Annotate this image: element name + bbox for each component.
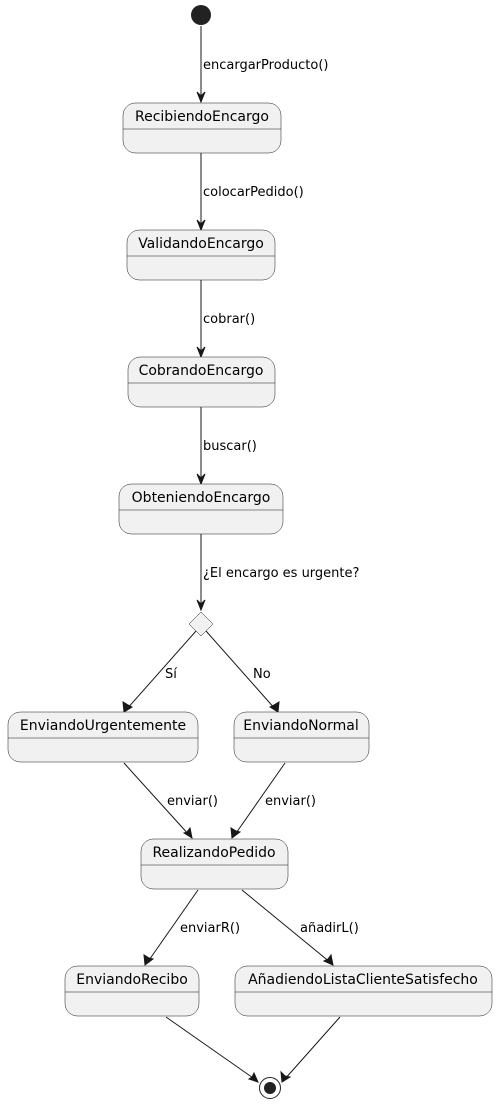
edge-lista-end xyxy=(283,1016,341,1081)
state-realizando-pedido: RealizandoPedido xyxy=(140,838,289,890)
state-name: RealizandoPedido xyxy=(152,845,275,861)
edge-recibo-end xyxy=(165,1016,257,1081)
arrowhead xyxy=(182,826,193,840)
choice-decision-node xyxy=(188,611,214,637)
arrowhead xyxy=(322,953,334,966)
edge-urgente-realizando xyxy=(123,762,191,837)
state-anadiendo-lista-cliente-satisfecho: AñadiendoListaClienteSatisfecho xyxy=(234,965,493,1017)
state-enviando-recibo: EnviandoRecibo xyxy=(64,965,200,1017)
arrowhead xyxy=(196,599,206,612)
state-name: EnviandoRecibo xyxy=(76,972,188,988)
edge-label-buscar: buscar() xyxy=(203,439,257,454)
arrowhead xyxy=(196,346,206,359)
edge-choice-normal xyxy=(205,630,277,711)
edge-label-enviar-r: enviarR() xyxy=(180,921,240,936)
edge-realizando-recibo xyxy=(146,889,199,964)
edge-label-encargar-producto: encargarProducto() xyxy=(203,58,329,73)
state-name: EnviandoNormal xyxy=(243,718,358,734)
arrowhead xyxy=(247,1071,259,1083)
edge-label-enviar-urgente: enviar() xyxy=(167,794,218,809)
state-obteniendo-encargo: ObteniendoEncargo xyxy=(118,483,284,535)
arrowhead xyxy=(230,827,242,839)
edge-label-no: No xyxy=(253,667,271,682)
arrowhead xyxy=(268,701,280,713)
edge-label-cobrar: cobrar() xyxy=(203,312,255,327)
state-name: RecibiendoEncargo xyxy=(135,109,269,125)
state-name: ObteniendoEncargo xyxy=(132,490,271,506)
state-cobrando-encargo: CobrandoEncargo xyxy=(127,356,276,408)
arrowhead xyxy=(280,1070,292,1083)
edge-label-anadir-l: añadirL() xyxy=(300,921,359,936)
state-enviando-normal: EnviandoNormal xyxy=(233,711,370,763)
state-recibiendo-encargo: RecibiendoEncargo xyxy=(122,102,282,154)
state-enviando-urgentemente: EnviandoUrgentemente xyxy=(7,711,199,763)
arrowhead xyxy=(143,954,155,966)
state-validando-encargo: ValidandoEncargo xyxy=(126,229,276,281)
state-name: EnviandoUrgentemente xyxy=(20,718,186,734)
arrowhead xyxy=(196,91,206,104)
initial-state-node xyxy=(191,5,211,25)
edge-label-enviar-normal: enviar() xyxy=(265,794,316,809)
edge-choice-urgente xyxy=(125,630,197,711)
edge-label-colocar-pedido: colocarPedido() xyxy=(203,185,304,200)
state-name: ValidandoEncargo xyxy=(138,236,264,252)
state-name: CobrandoEncargo xyxy=(139,363,264,379)
transitions: encargarProducto() colocarPedido() cobra… xyxy=(122,26,359,1083)
edge-label-si: Sí xyxy=(165,667,177,682)
arrowhead xyxy=(196,219,206,232)
edge-label-urgente-question: ¿El encargo es urgente? xyxy=(203,566,359,581)
edge-normal-realizando xyxy=(233,762,286,837)
arrowhead xyxy=(122,701,134,713)
state-name: AñadiendoListaClienteSatisfecho xyxy=(248,972,478,988)
edge-realizando-lista xyxy=(241,889,332,964)
final-state-node xyxy=(259,1077,281,1099)
arrowhead xyxy=(196,473,206,486)
